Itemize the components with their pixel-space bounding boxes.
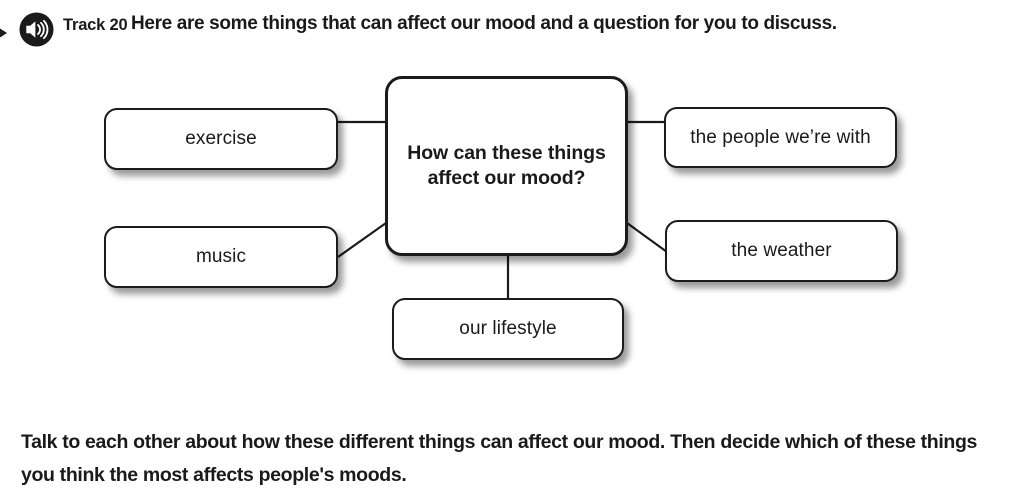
- node-label-the-weather: the weather: [731, 240, 832, 262]
- track-label: Track 20: [63, 16, 128, 34]
- audio-speaker-icon[interactable]: [19, 12, 54, 47]
- mind-map-node-music[interactable]: music: [104, 226, 338, 288]
- connector-central-music: [337, 222, 387, 258]
- mind-map-node-exercise[interactable]: exercise: [104, 108, 338, 170]
- node-label-music: music: [195, 246, 247, 268]
- task-instruction: Talk to each other about how these diffe…: [21, 430, 978, 487]
- header-row: Track 20 Here are some things that can a…: [0, 0, 1024, 56]
- mind-map-node-the-weather[interactable]: the weather: [665, 220, 898, 282]
- node-label-people-were-with: the people we’re with: [690, 126, 871, 148]
- node-label-central: How can these things affect our mood?: [407, 141, 606, 189]
- mind-map-node-central[interactable]: How can these things affect our mood?: [385, 76, 628, 256]
- mind-map-node-our-lifestyle[interactable]: our lifestyle: [392, 298, 624, 360]
- header-instruction: Here are some things that can affect our…: [131, 13, 837, 34]
- mind-map-node-people-were-with[interactable]: the people we’re with: [664, 107, 897, 168]
- connector-layer: [337, 120, 668, 299]
- node-label-exercise: exercise: [185, 128, 257, 150]
- node-label-our-lifestyle: our lifestyle: [459, 318, 557, 340]
- left-arrow-marker-icon: [0, 28, 7, 38]
- connector-central-weather: [626, 222, 668, 253]
- mind-map-diagram: How can these things affect our mood? ex…: [0, 56, 1024, 386]
